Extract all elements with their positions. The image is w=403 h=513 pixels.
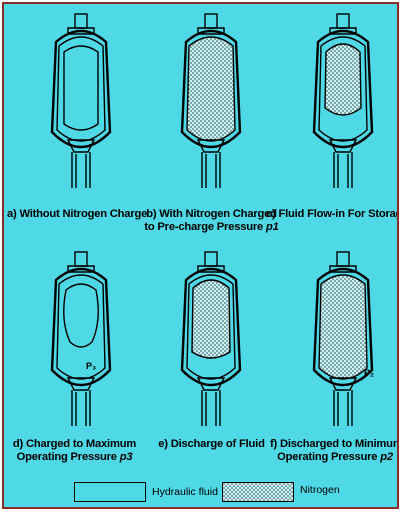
- caption-f-line2: Operating Pressure p2: [270, 451, 399, 464]
- caption-b: b) With Nitrogen Charged to Pre-charge P…: [144, 208, 279, 234]
- accumulator-c: [304, 12, 382, 190]
- caption-f-line1: f) Discharged to Minimum: [270, 438, 399, 451]
- accumulator-d: [42, 250, 120, 428]
- caption-b-line2: to Pre-charge Pressure p1: [144, 221, 279, 234]
- caption-e: e) Discharge of Fluid: [144, 438, 279, 451]
- caption-e-line1: e) Discharge of Fluid: [144, 438, 279, 451]
- caption-d-line1: d) Charged to Maximum: [7, 438, 142, 451]
- caption-f-var: p2: [380, 451, 393, 463]
- caption-c: c) Fluid Flow-in For Storage: [266, 208, 399, 221]
- caption-a-line1: a) Without Nitrogen Charge: [7, 208, 142, 221]
- caption-b-line1: b) With Nitrogen Charged: [144, 208, 279, 221]
- accumulator-f: [304, 250, 382, 428]
- legend-nitrogen-swatch: [222, 482, 294, 502]
- pressure-label-f: P₂: [364, 368, 374, 378]
- caption-d-line2: Operating Pressure p3: [7, 451, 142, 464]
- caption-d-var: p3: [120, 451, 133, 463]
- legend-hydraulic-swatch: [74, 482, 146, 502]
- caption-f: f) Discharged to Minimum Operating Press…: [270, 438, 399, 464]
- caption-a: a) Without Nitrogen Charge: [7, 208, 142, 221]
- legend-nitrogen-label: Nitrogen: [300, 484, 340, 496]
- diagram-frame: a) Without Nitrogen Charge b) With Nitro…: [2, 2, 399, 509]
- pressure-label-d: P₃: [86, 361, 96, 371]
- accumulator-e: [172, 250, 250, 428]
- caption-b-line2-text: to Pre-charge Pressure: [144, 221, 266, 233]
- caption-d: d) Charged to Maximum Operating Pressure…: [7, 438, 142, 464]
- accumulator-a: [42, 12, 120, 190]
- caption-b-var: p1: [266, 221, 279, 233]
- caption-f-line2-text: Operating Pressure: [277, 451, 380, 463]
- caption-d-line2-text: Operating Pressure: [17, 451, 120, 463]
- caption-c-line1: c) Fluid Flow-in For Storage: [266, 208, 399, 221]
- accumulator-b: [172, 12, 250, 190]
- legend-hydraulic-label: Hydraulic fluid: [152, 486, 218, 498]
